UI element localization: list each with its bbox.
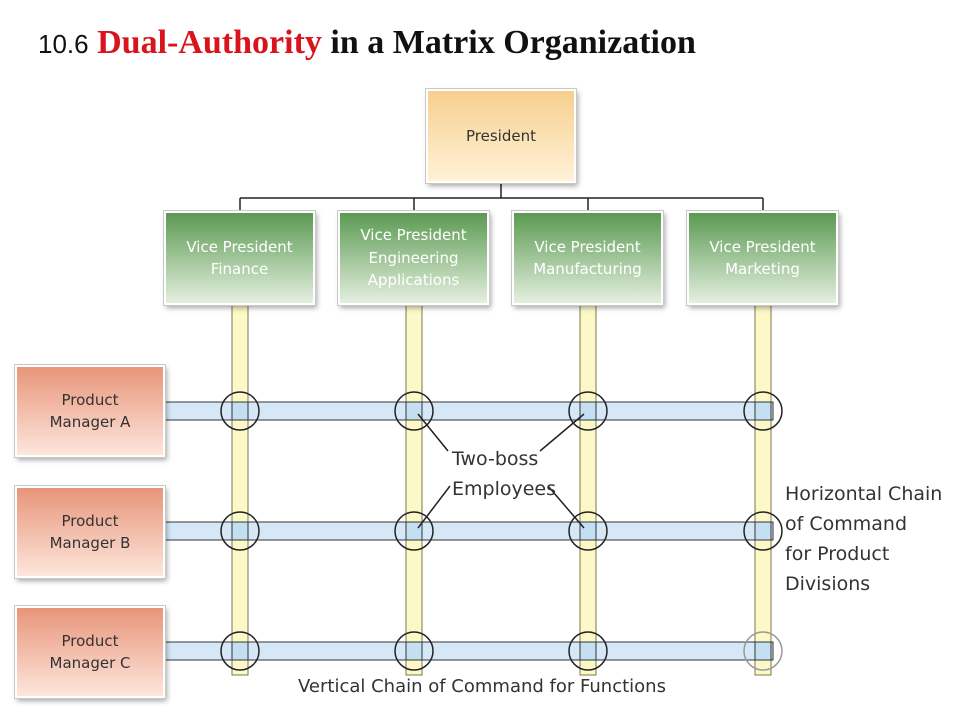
product-manager-a-label: Product Manager A — [49, 390, 131, 432]
vp-finance-label: Vice President Finance — [186, 237, 293, 279]
intersection-cell — [405, 521, 423, 541]
vertical-band-engineering — [405, 304, 423, 676]
two-boss-circle — [220, 391, 260, 431]
horizontal-chain-bands — [164, 401, 774, 661]
vp-marketing-label: Vice President Marketing — [709, 237, 816, 279]
intersection-cell — [754, 401, 772, 421]
vertical-band-marketing — [754, 304, 772, 676]
product-manager-b-box: Product Manager B — [15, 486, 165, 578]
horizontal-chain-label: Horizontal Chain of Command for Product … — [785, 483, 943, 595]
product-manager-c-label: Product Manager C — [49, 631, 131, 673]
two-boss-circle — [568, 391, 608, 431]
vertical-chain-label: Vertical Chain of Command for Functions — [298, 676, 666, 697]
title-highlight: Dual-Authority — [97, 24, 322, 61]
pointer-line — [417, 413, 449, 452]
two-boss-circle — [743, 391, 783, 431]
title-number: 10.6 — [38, 29, 89, 59]
product-manager-b-label: Product Manager B — [49, 511, 131, 553]
two-boss-circle — [220, 511, 260, 551]
intersection-cell — [405, 401, 423, 421]
two-boss-circle — [568, 511, 608, 551]
intersection-cell — [405, 641, 423, 661]
two-boss-circle — [220, 631, 260, 671]
intersection-cell — [231, 521, 249, 541]
intersection-cell — [579, 521, 597, 541]
intersection-cell — [231, 641, 249, 661]
pointer-line — [417, 485, 451, 529]
vp-engineering-label: Vice President Engineering Applications — [360, 226, 467, 290]
vp-marketing-box: Vice President Marketing — [687, 211, 838, 305]
president-box: President — [426, 89, 576, 183]
intersections — [231, 401, 772, 661]
vp-manufacturing-box: Vice President Manufacturing — [512, 211, 663, 305]
vp-engineering-box: Vice President Engineering Applications — [338, 211, 489, 305]
intersection-cell — [754, 641, 772, 661]
horizontal-band-b — [164, 521, 774, 541]
vertical-band-finance — [231, 304, 249, 676]
vp-manufacturing-label: Vice President Manufacturing — [533, 237, 642, 279]
two-boss-circles — [220, 391, 783, 671]
product-manager-c-box: Product Manager C — [15, 606, 165, 698]
vertical-chain-bands — [231, 304, 772, 676]
pointer-line — [539, 413, 585, 452]
pointer-line — [547, 485, 585, 529]
slide-title: 10.6 Dual-Authority in a Matrix Organiza… — [38, 24, 696, 62]
horizontal-band-c — [164, 641, 774, 661]
two-boss-circle — [394, 511, 434, 551]
intersection-cell — [231, 401, 249, 421]
title-rest: in a Matrix Organization — [330, 24, 696, 61]
two-boss-circle — [394, 391, 434, 431]
two-boss-circle — [568, 631, 608, 671]
pointer-lines — [417, 413, 585, 529]
two-boss-employees-label: Two-boss Employees — [452, 448, 556, 500]
horizontal-band-a — [164, 401, 774, 421]
intersection-cell — [579, 401, 597, 421]
intersection-cell — [754, 521, 772, 541]
two-boss-circle — [743, 511, 783, 551]
two-boss-circle — [743, 631, 783, 671]
vertical-band-manufacturing — [579, 304, 597, 676]
president-label: President — [466, 126, 536, 145]
vp-finance-box: Vice President Finance — [164, 211, 315, 305]
intersection-cell — [579, 641, 597, 661]
two-boss-circle — [394, 631, 434, 671]
org-connectors — [239, 183, 764, 211]
product-manager-a-box: Product Manager A — [15, 365, 165, 457]
